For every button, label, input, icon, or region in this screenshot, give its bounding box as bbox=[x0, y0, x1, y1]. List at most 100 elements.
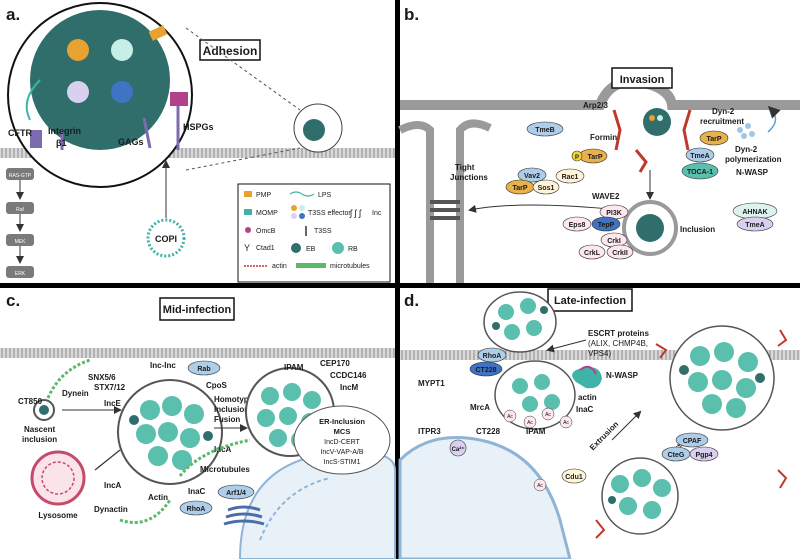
legend-rb-swatch bbox=[332, 242, 344, 254]
legend-actin: actin bbox=[272, 263, 287, 270]
panel-a: a. Adhesion CFTR Integrin β1 GAGs HSPGs bbox=[0, 2, 395, 283]
eb-entering-dot2 bbox=[657, 115, 663, 121]
ac-2: Ac bbox=[527, 420, 533, 426]
label-rhoa-d: RhoA bbox=[483, 353, 502, 360]
label-rab: Rab bbox=[197, 366, 210, 373]
cftr-protein bbox=[30, 130, 42, 148]
ac-3: Ac bbox=[545, 412, 551, 418]
label-mek: MEK bbox=[15, 239, 27, 245]
eb-entering bbox=[643, 108, 671, 136]
cdu1-blob bbox=[561, 468, 587, 484]
legend-rb: RB bbox=[348, 246, 358, 253]
label-mypt1: MYPT1 bbox=[418, 379, 445, 388]
arrow-dyn2 bbox=[767, 105, 781, 133]
tmeb-blob bbox=[526, 121, 564, 137]
label-ince: IncE bbox=[104, 399, 122, 408]
pmp-dot bbox=[67, 39, 89, 61]
label-tmea: TmeA bbox=[690, 153, 709, 160]
arf-blob bbox=[217, 484, 255, 500]
label-ahnak: AHNAK bbox=[742, 209, 767, 216]
nucleus-d bbox=[398, 436, 572, 559]
horizontal-divider bbox=[0, 283, 800, 288]
arrow-escrt bbox=[546, 339, 587, 353]
crkl-blob bbox=[578, 244, 606, 260]
label-er5: IncS-STIM1 bbox=[324, 459, 361, 466]
label-gags: GAGs bbox=[118, 137, 144, 147]
legend-lps-swatch bbox=[289, 191, 315, 197]
panel-b-letter: b. bbox=[404, 5, 419, 24]
label-tepp: TepP bbox=[598, 222, 615, 229]
legend-microtubules-swatch bbox=[296, 263, 326, 268]
label-snx: SNX5/6 bbox=[88, 373, 116, 382]
label-inca2: IncA bbox=[104, 481, 122, 490]
label-inac-d: InaC bbox=[576, 405, 594, 414]
eb-in-inclusion bbox=[636, 214, 664, 242]
raf-box bbox=[6, 202, 34, 214]
ac-4: Ac bbox=[563, 420, 569, 426]
label-dyn: Dynactin bbox=[94, 505, 128, 514]
toca1-blob bbox=[681, 162, 719, 180]
label-dynein: Dynein bbox=[62, 389, 89, 398]
label-rac1: Rac1 bbox=[562, 174, 579, 181]
label-pi3k: PI3K bbox=[606, 210, 622, 217]
label-nwasp: N-WASP bbox=[736, 168, 769, 177]
pgp4-blob bbox=[689, 446, 719, 462]
nascent-eb bbox=[39, 405, 49, 415]
label-erk: ERK bbox=[15, 271, 26, 277]
legend-omcb-swatch bbox=[245, 227, 251, 233]
label-sos1: Sos1 bbox=[538, 185, 555, 192]
gag-stalk bbox=[142, 117, 152, 149]
legend-momp-swatch bbox=[244, 209, 252, 215]
rhoa-blob-d bbox=[477, 347, 507, 363]
label-cep170: CEP170 bbox=[320, 359, 350, 368]
label-ipam: IPAM bbox=[284, 363, 304, 372]
legend-omcb: OmcB bbox=[256, 228, 276, 235]
signaling-cascade: RAS-GTP Raf MEK ERK bbox=[6, 168, 34, 278]
label-cdu1: Cdu1 bbox=[565, 474, 583, 481]
label-ccdc146: CCDC146 bbox=[330, 371, 367, 380]
legend-eb-swatch bbox=[291, 243, 301, 253]
label-formin: Formin bbox=[590, 133, 617, 142]
label-ras: RAS-GTP bbox=[9, 173, 32, 179]
label-crki: CrkI bbox=[607, 238, 621, 245]
actin-filaments-d bbox=[595, 329, 788, 539]
label-nascent2: inclusion bbox=[22, 435, 57, 444]
label-arp: Arp2/3 bbox=[583, 101, 608, 110]
label-tmea2: TmeA bbox=[745, 222, 764, 229]
rb-cluster-d-mid bbox=[512, 374, 560, 412]
rab-blob bbox=[187, 360, 221, 376]
tight-junctions-icon bbox=[430, 200, 460, 220]
cell-edge-right bbox=[456, 119, 492, 283]
label-tarp3: TarP bbox=[706, 136, 721, 143]
label-hspgs: HSPGs bbox=[183, 122, 214, 132]
rb-cluster-d-top bbox=[492, 298, 548, 340]
tmea2-blob bbox=[736, 216, 774, 232]
erk-box bbox=[6, 266, 34, 278]
sos1-blob bbox=[532, 179, 560, 195]
label-wave2: WAVE2 bbox=[592, 192, 620, 201]
label-nascent1: Nascent bbox=[24, 425, 55, 434]
label-nwasp-d: N-WASP bbox=[606, 371, 639, 380]
label-stx: STX7/12 bbox=[94, 383, 126, 392]
label-eps8: Eps8 bbox=[569, 222, 586, 229]
label-escrt3: VPS4) bbox=[588, 349, 611, 358]
label-crkii: CrkII bbox=[612, 250, 628, 257]
panel-a-letter: a. bbox=[6, 5, 20, 24]
panel-c-letter: c. bbox=[6, 291, 20, 310]
lysosome-inner bbox=[41, 461, 75, 495]
rb-cluster-c bbox=[129, 396, 213, 470]
legend-inc: Inc bbox=[372, 210, 382, 217]
label-homotypic2: Inclusion bbox=[214, 405, 249, 414]
label-er2: MCS bbox=[334, 427, 351, 436]
vertical-divider bbox=[395, 0, 400, 559]
legend-pmp: PMP bbox=[256, 192, 272, 199]
label-tmeb: TmeB bbox=[535, 127, 554, 134]
lps bbox=[25, 79, 41, 121]
copi-vesicle bbox=[146, 218, 186, 258]
label-ct228: CT228 bbox=[475, 367, 496, 374]
label-integrin: Integrin bbox=[48, 126, 81, 136]
label-raf: Raf bbox=[16, 207, 24, 213]
mek-box bbox=[6, 234, 34, 246]
label-homotypic3: Fusion bbox=[214, 415, 240, 424]
